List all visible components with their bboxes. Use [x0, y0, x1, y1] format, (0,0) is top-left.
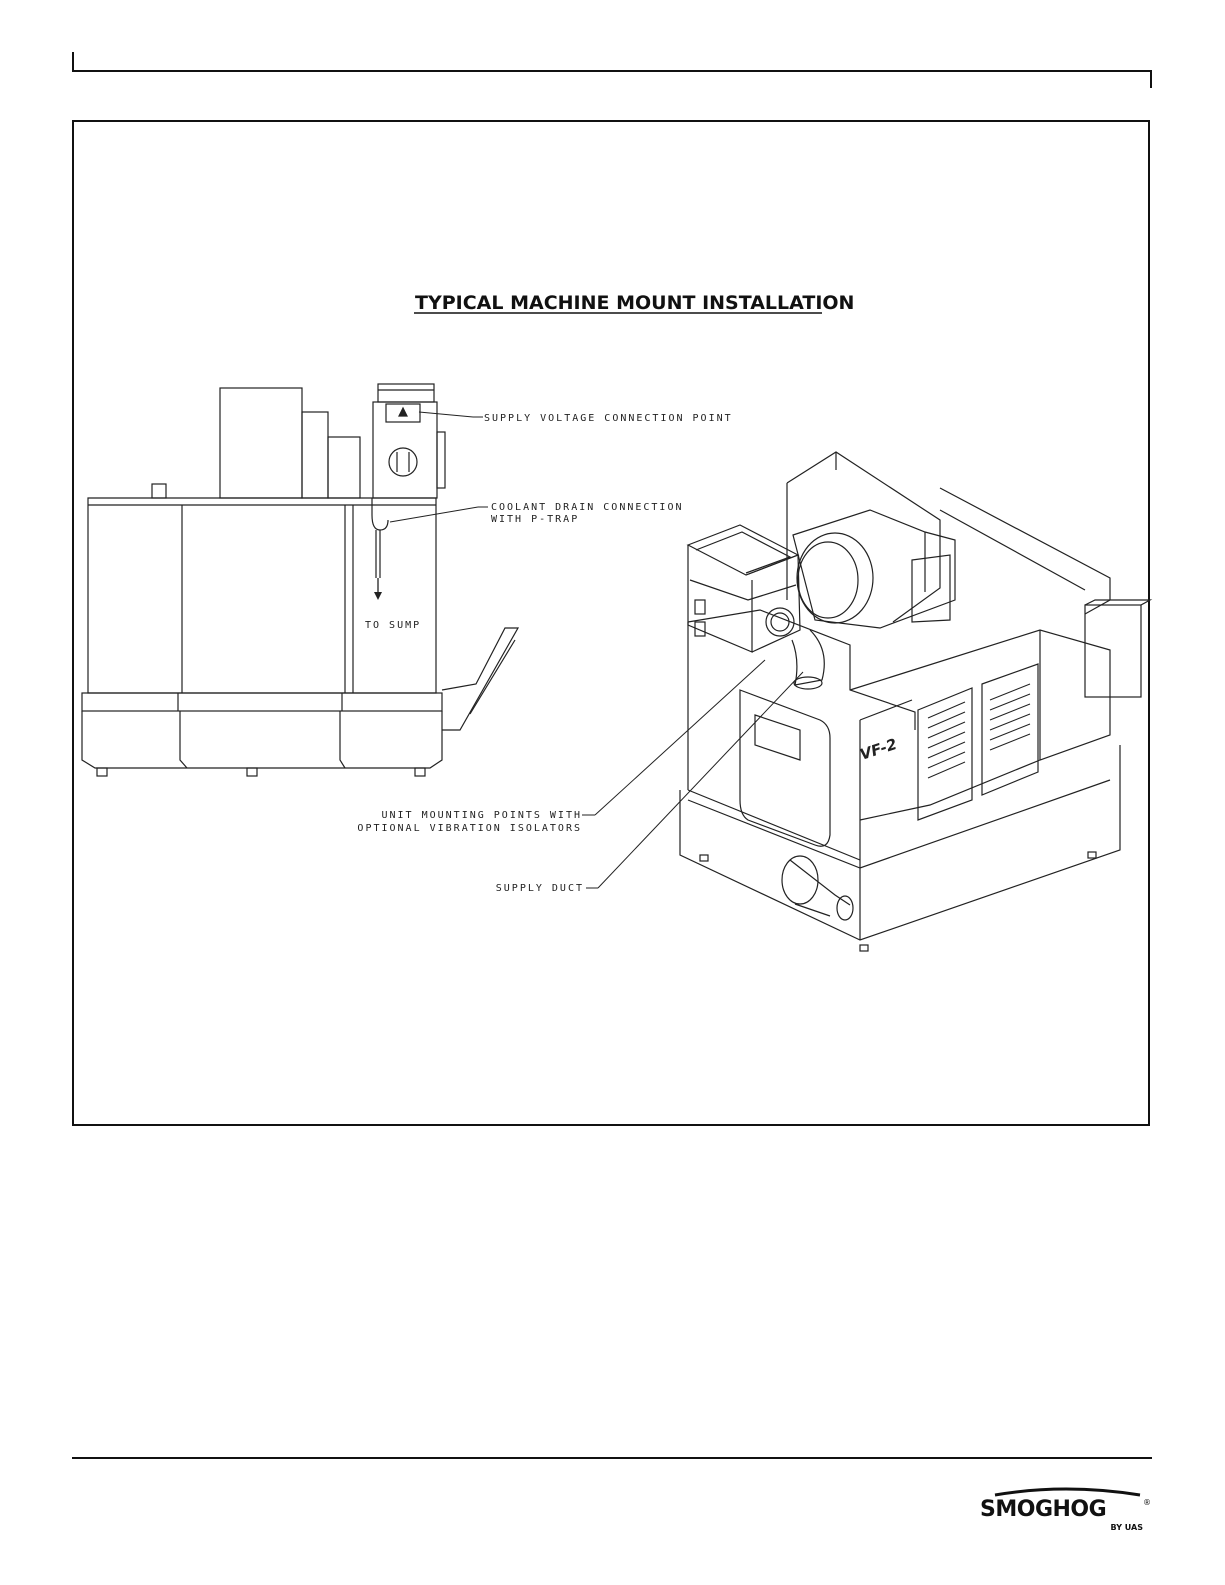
- callout-to-sump: TO SUMP: [365, 620, 421, 631]
- logo-byline: BY UAS: [1111, 1523, 1144, 1532]
- callout-vibration-isolators: OPTIONAL VIBRATION ISOLATORS: [357, 823, 582, 834]
- logo-registered-mark: ®: [1143, 1498, 1151, 1507]
- callout-coolant-drain-ptrap: WITH P-TRAP: [491, 514, 579, 525]
- drawing-title: TYPICAL MACHINE MOUNT INSTALLATION: [415, 292, 854, 314]
- callout-mounting-points: UNIT MOUNTING POINTS WITH: [381, 810, 582, 821]
- machine-isometric-view: [680, 452, 1150, 951]
- callout-leaders-right: [582, 660, 803, 888]
- machine-model-label: VF-2: [858, 735, 899, 764]
- callout-coolant-drain: COOLANT DRAIN CONNECTION: [491, 502, 684, 513]
- filter-unit-isometric: [688, 525, 824, 689]
- callout-supply-duct: SUPPLY DUCT: [496, 883, 584, 894]
- footer-rule: [72, 1457, 1152, 1459]
- logo-brand: SMOGHOG: [980, 1497, 1106, 1522]
- machine-side-view: [82, 388, 518, 776]
- callout-supply-voltage: SUPPLY VOLTAGE CONNECTION POINT: [484, 413, 733, 424]
- smoghog-logo: SMOGHOG ® BY UAS: [975, 1485, 1160, 1535]
